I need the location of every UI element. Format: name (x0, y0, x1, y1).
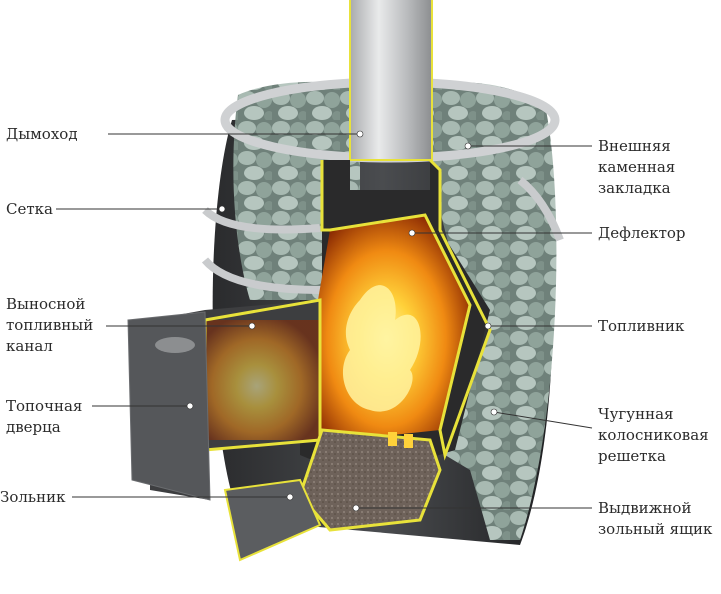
stone-pile-icon (233, 81, 557, 540)
label-chimney: Дымоход (6, 125, 78, 143)
label-sliding-ash-box: Выдвижной зольный ящик (598, 499, 713, 538)
label-firebox-door: Топочная дверца (6, 397, 83, 436)
leader-grate (493, 411, 593, 429)
label-deflector: Дефлектор (598, 224, 686, 242)
label-external-stone-laying: Внешняя каменная закладка (598, 137, 676, 197)
label-ash-pit: Зольник (0, 488, 66, 506)
label-mesh: Сетка (6, 200, 53, 218)
label-remote-fuel-channel: Выносной топливный канал (6, 295, 94, 355)
label-firebox: Топливник (598, 317, 685, 335)
leader-lines (56, 130, 593, 512)
label-cast-iron-grate: Чугунная колосниковая решетка (598, 405, 709, 465)
